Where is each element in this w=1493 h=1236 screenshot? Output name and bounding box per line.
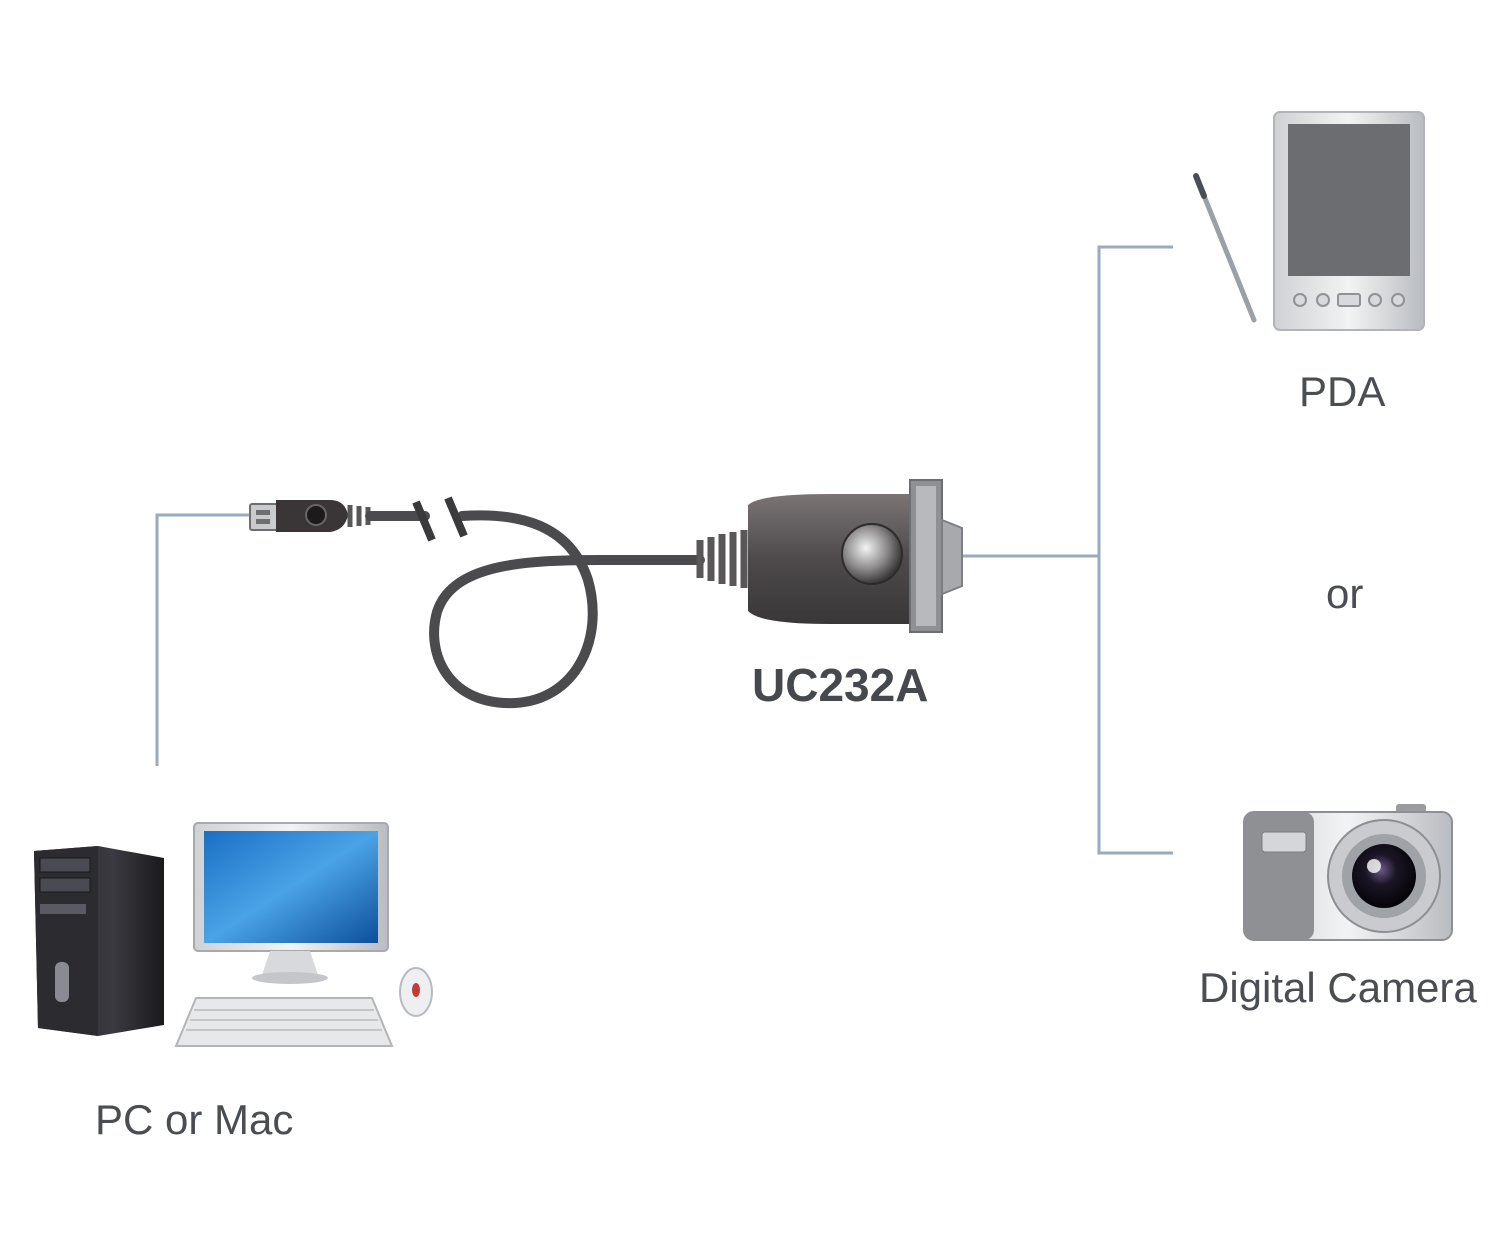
computer-icon [34,822,433,1047]
pda-icon [1193,111,1425,331]
usb-cable-icon [365,510,705,709]
computer-label: PC or Mac [95,1096,294,1143]
camera-label: Digital Camera [1199,964,1477,1011]
usb-plug-icon [249,500,371,532]
keyboard-icon [174,997,394,1047]
mouse-icon [399,967,433,1017]
computer-connector-line [155,513,252,766]
pda-label: PDA [1299,368,1386,415]
digital-camera-icon [1243,804,1453,941]
monitor-icon [193,822,389,984]
device-branch-line [1097,245,1173,855]
tower-case-icon [34,846,164,1036]
cable-break-marks [412,496,468,542]
stylus-icon [1193,173,1257,323]
connector-lines [155,245,1173,855]
serial-adapter-icon [696,479,963,633]
separator-label: or [1326,570,1364,617]
product-label: UC232A [752,659,929,711]
